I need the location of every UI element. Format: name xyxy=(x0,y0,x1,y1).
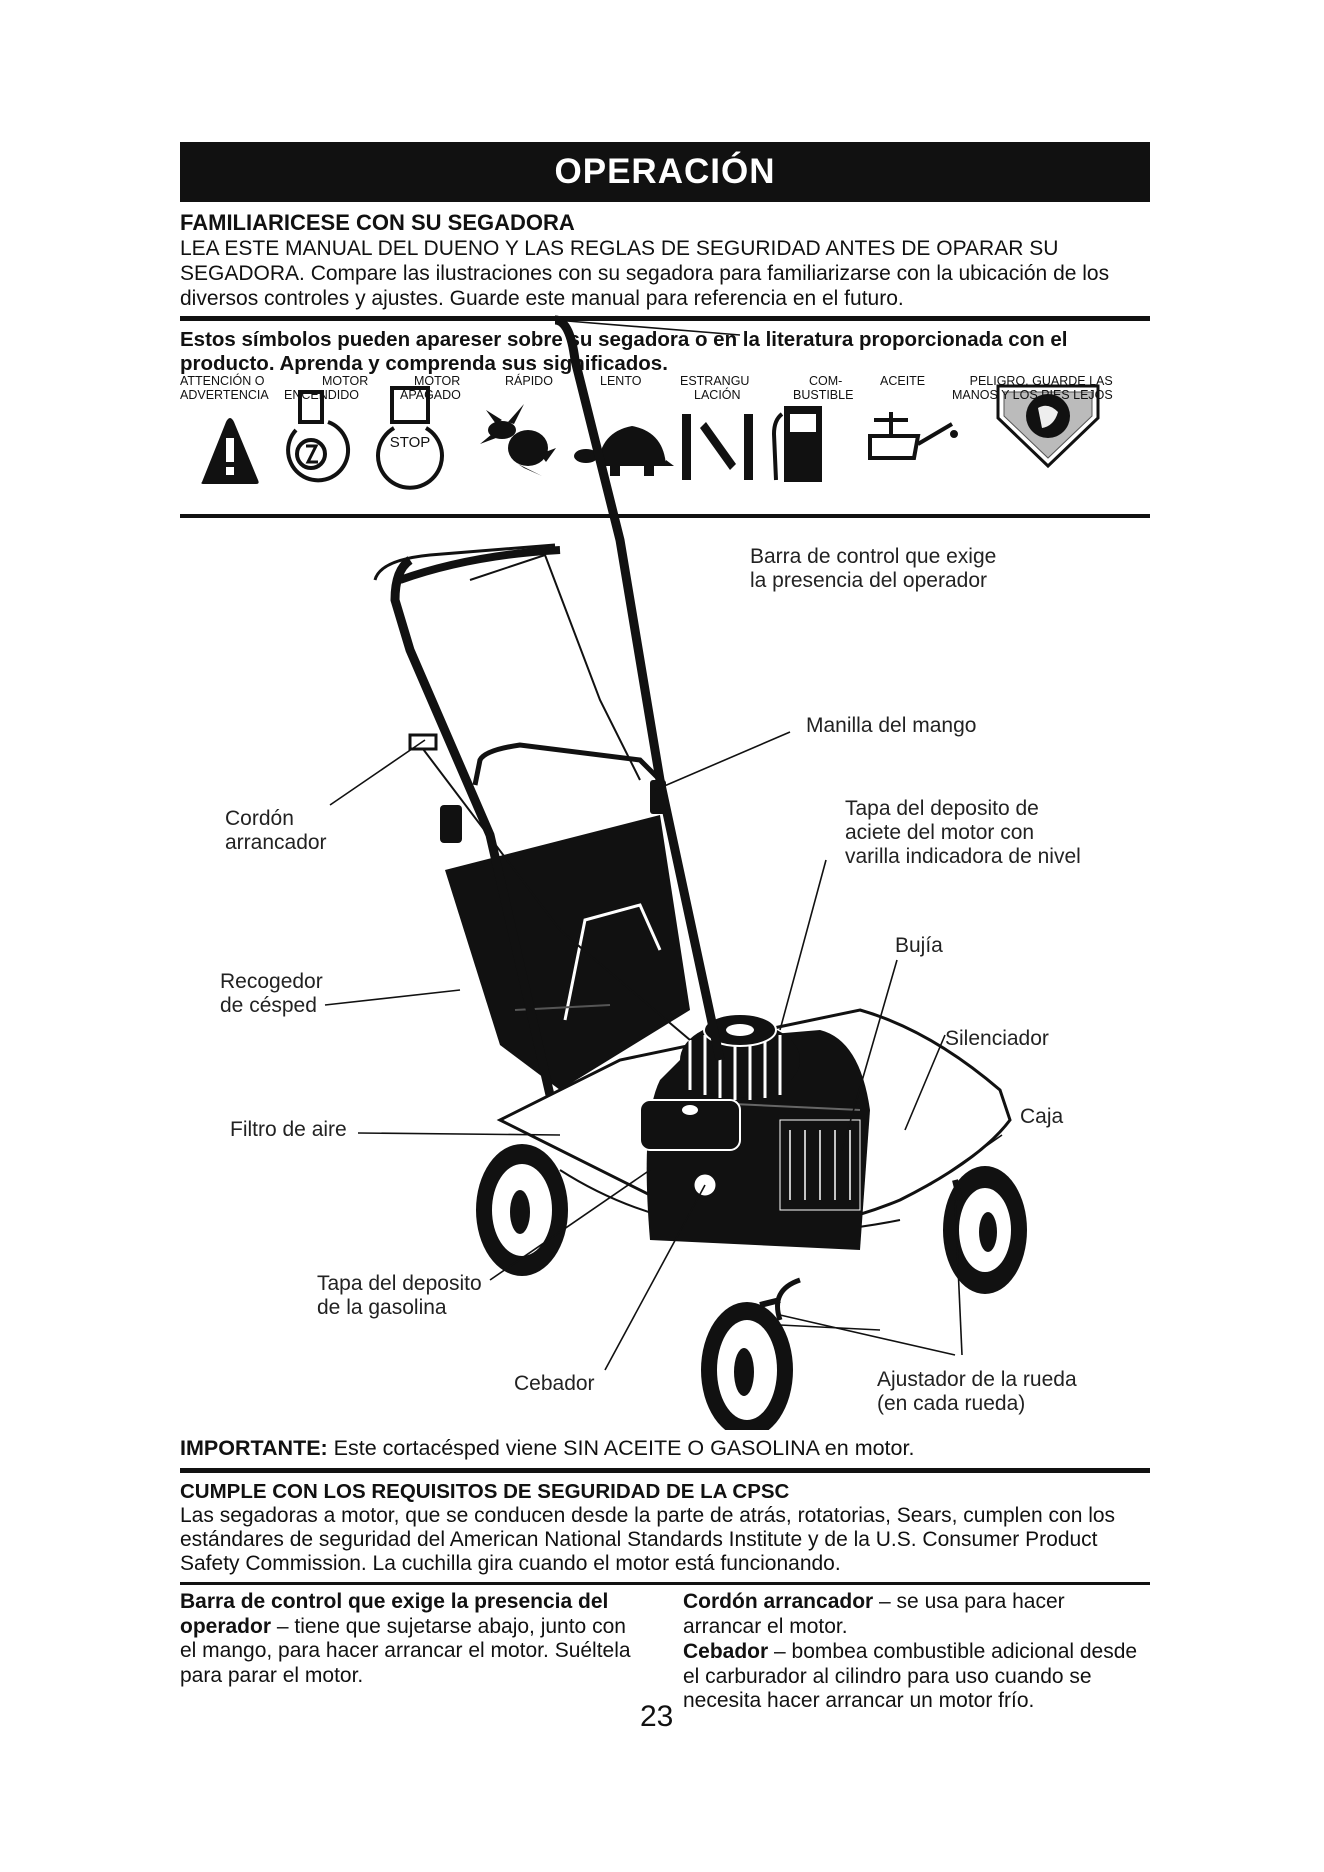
intro-heading: FAMILIARICESE CON SU SEGADORA xyxy=(180,210,575,235)
fuel-pump-icon xyxy=(771,406,822,482)
divider xyxy=(180,1582,1150,1585)
definition-starter-rope: Cordón arrancador – se usa para hacer ar… xyxy=(683,1590,1065,1638)
callout-housing: Caja xyxy=(1020,1105,1064,1128)
page-number: 23 xyxy=(640,1700,674,1733)
mower-handle xyxy=(390,556,555,1097)
choke-icon xyxy=(682,414,753,480)
divider xyxy=(180,514,1150,518)
definition-primer: Cebador – bombea combustible adicional d… xyxy=(683,1640,1138,1712)
front-wheel xyxy=(701,1302,793,1430)
callout-wheel-adjuster: Ajustador de la rueda(en cada rueda) xyxy=(877,1368,1077,1415)
rear-right-wheel xyxy=(943,1166,1027,1294)
definition-control-bar: Barra de control que exige la presencia … xyxy=(180,1590,631,1687)
callout-primer: Cebador xyxy=(514,1372,595,1395)
grass-catcher-bag xyxy=(445,815,690,1090)
intro-text: LEA ESTE MANUAL DEL DUENO Y LAS REGLAS D… xyxy=(180,237,1110,310)
warning-triangle-icon xyxy=(201,418,259,484)
callout-muffler: Silenciador xyxy=(945,1027,1049,1050)
callout-spark-plug: Bujía xyxy=(895,934,943,957)
callout-handle-knob: Manilla del mango xyxy=(806,714,977,737)
important-note: IMPORTANTE: Este cortacésped viene SIN A… xyxy=(180,1436,915,1460)
divider xyxy=(180,316,1150,321)
divider xyxy=(180,1468,1150,1473)
engine-start-icon xyxy=(286,390,351,483)
symbols-intro: Estos símbolos pueden apareser sobre su … xyxy=(180,328,1068,375)
cpsc-text: Las segadoras a motor, que se conducen d… xyxy=(180,1504,1116,1575)
symbol-label-fuel: COM-BUSTIBLE xyxy=(793,374,854,402)
cpsc-heading: CUMPLE CON LOS REQUISITOS DE SEGURIDAD D… xyxy=(180,1480,790,1503)
symbol-label-fast: RÁPIDO xyxy=(505,374,553,388)
symbol-label-slow: LENTO xyxy=(600,374,642,388)
rabbit-icon xyxy=(480,404,556,476)
stop-text: STOP xyxy=(390,434,431,451)
rear-left-wheel xyxy=(476,1144,568,1276)
callout-air-filter: Filtro de aire xyxy=(230,1118,347,1141)
symbol-label-oil: ACEITE xyxy=(880,374,926,388)
hand-blade-danger-icon xyxy=(996,384,1100,469)
safety-symbols-row: STOP xyxy=(201,384,1100,490)
engine-stop-icon xyxy=(376,386,444,490)
lawn-mower-diagram xyxy=(324,315,1027,1430)
turtle-icon xyxy=(574,426,674,476)
page-title: OPERACIÓN xyxy=(180,142,1150,202)
oil-can-icon xyxy=(868,412,958,460)
